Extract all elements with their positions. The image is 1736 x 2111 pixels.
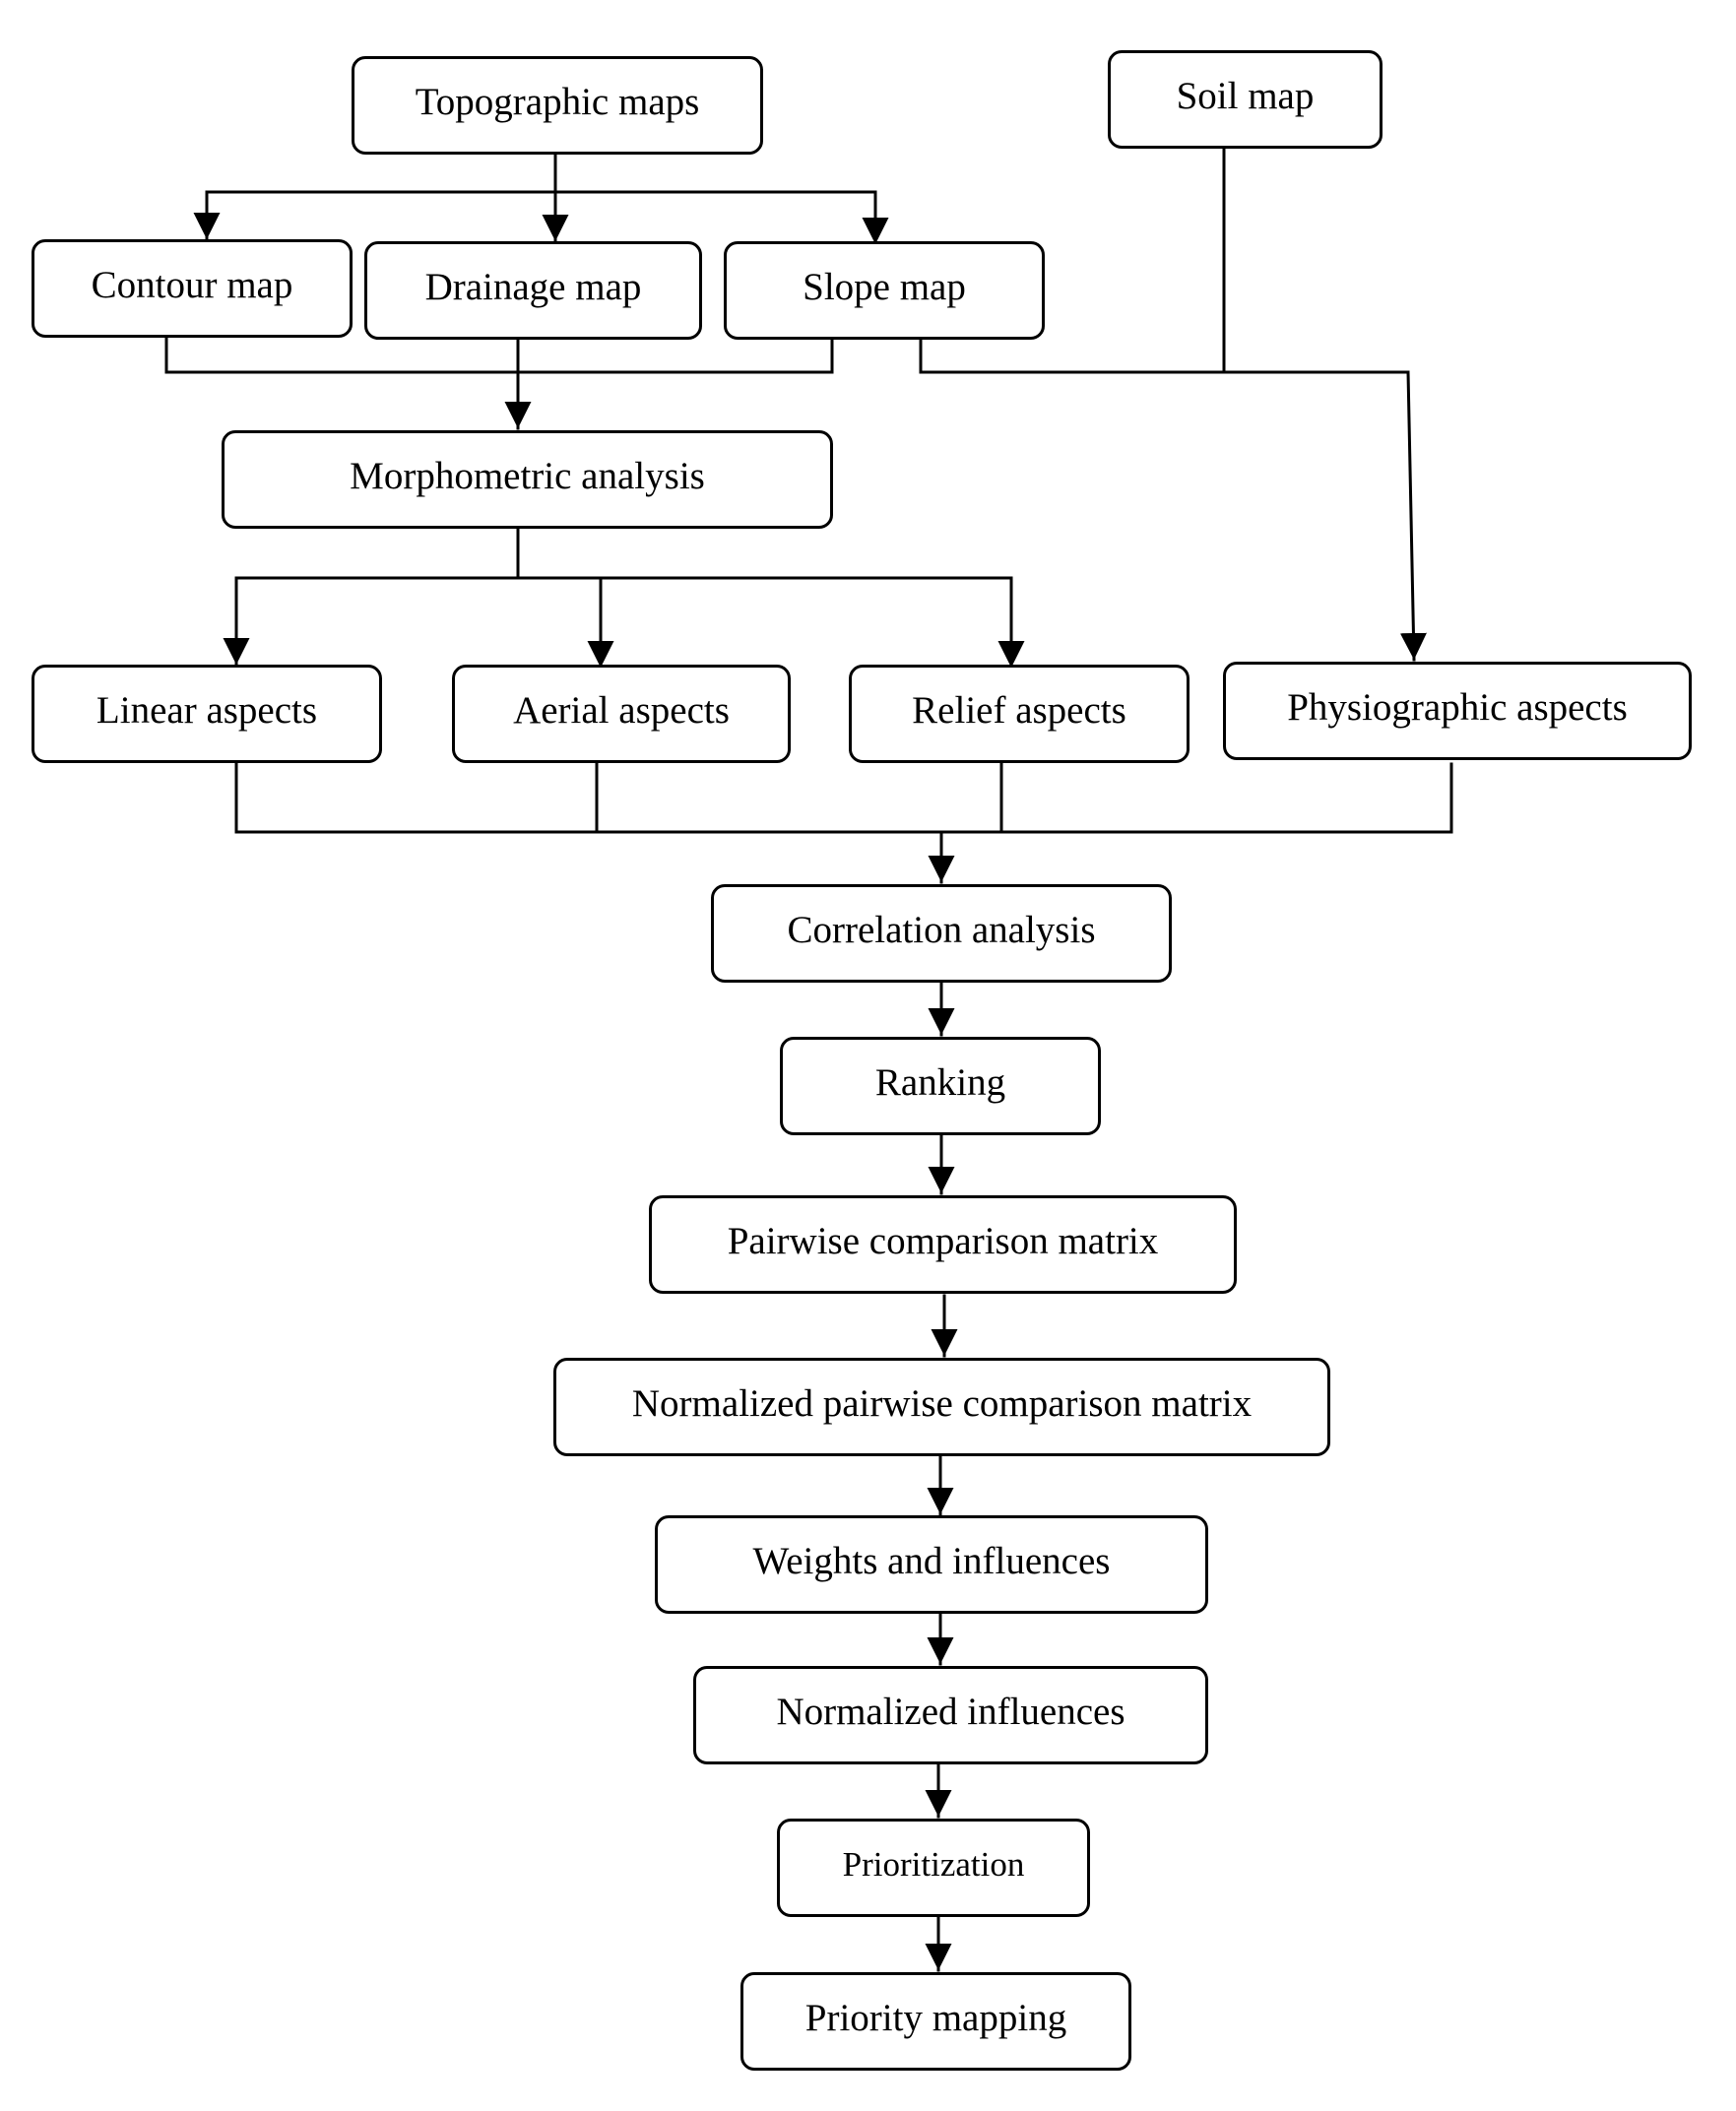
node-topographic-maps: Topographic maps: [352, 56, 763, 155]
node-priority-mapping: Priority mapping: [740, 1972, 1131, 2071]
link-slope-right: [919, 338, 1410, 374]
node-ranking: Ranking: [780, 1037, 1101, 1135]
node-contour-map: Contour map: [32, 239, 353, 338]
node-drainage-map: Drainage map: [364, 241, 702, 340]
node-relief-aspects: Relief aspects: [849, 665, 1189, 763]
node-normalized-pairwise-comparison-matrix: Normalized pairwise comparison matrix: [553, 1358, 1330, 1456]
node-correlation-analysis: Correlation analysis: [711, 884, 1172, 983]
node-aerial-aspects: Aerial aspects: [452, 665, 791, 763]
node-slope-map: Slope map: [724, 241, 1045, 340]
node-normalized-influences: Normalized influences: [693, 1666, 1208, 1764]
node-morphometric-analysis: Morphometric analysis: [222, 430, 833, 529]
node-pairwise-comparison-matrix: Pairwise comparison matrix: [649, 1195, 1237, 1294]
link-to-physiographic: [1399, 370, 1427, 662]
node-prioritization: Prioritization: [777, 1819, 1090, 1917]
node-weights-and-influences: Weights and influences: [655, 1515, 1208, 1614]
node-linear-aspects: Linear aspects: [32, 665, 382, 763]
node-physiographic-aspects: Physiographic aspects: [1223, 662, 1692, 760]
node-soil-map: Soil map: [1108, 50, 1382, 149]
